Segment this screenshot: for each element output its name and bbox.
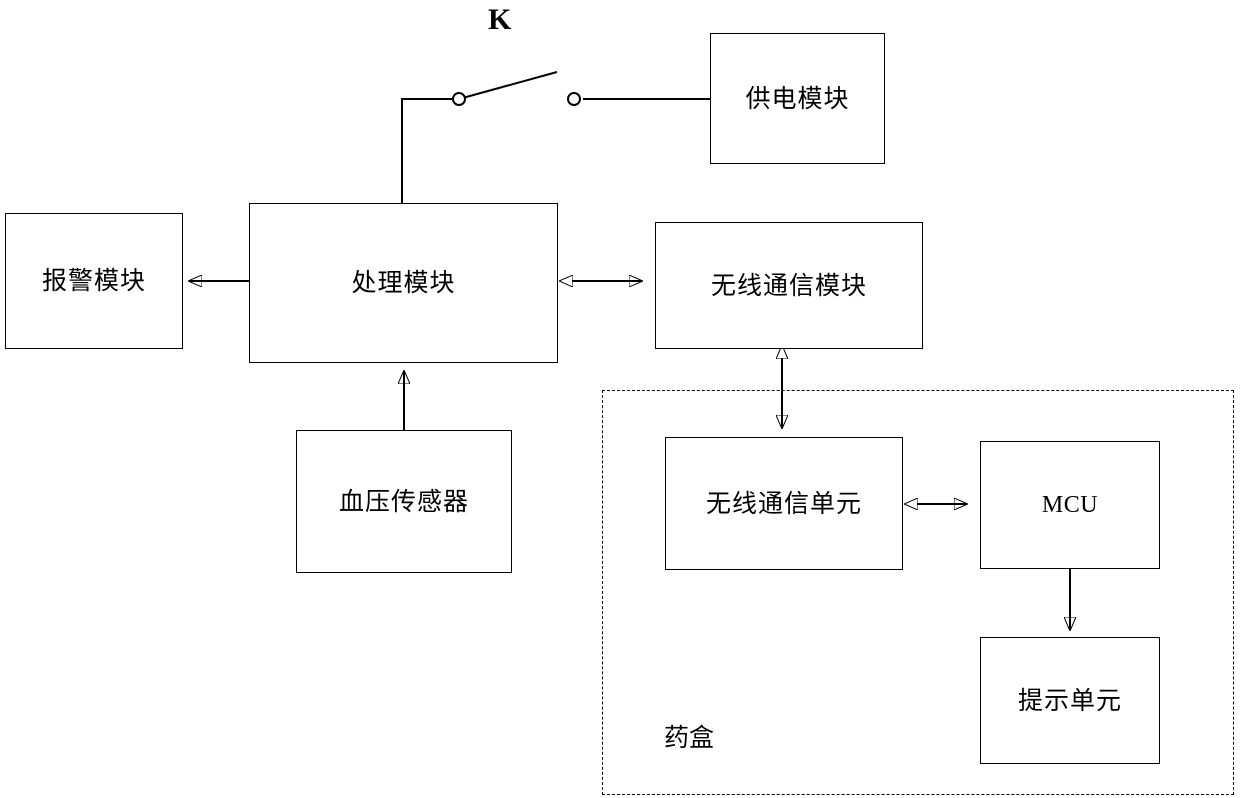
medicine-box-region: [602, 390, 1234, 795]
block-processing-module[interactable]: 处理模块: [249, 203, 558, 363]
block-power-module[interactable]: 供电模块: [710, 33, 885, 164]
block-wireless-communication-unit[interactable]: 无线通信单元: [665, 437, 903, 570]
block-processing-module-label: 处理模块: [351, 269, 456, 297]
medicine-box-caption: 药盒: [664, 724, 715, 752]
block-prompt-unit-label: 提示单元: [1017, 686, 1122, 715]
block-wireless-communication-unit-label: 无线通信单元: [705, 489, 862, 518]
switch-terminal-right: [567, 92, 581, 106]
wire-switch-to-processing: [401, 98, 453, 203]
switch-blade: [458, 71, 558, 100]
block-prompt-unit[interactable]: 提示单元: [980, 637, 1160, 764]
block-power-module-label: 供电模块: [745, 84, 850, 113]
block-wireless-communication-module[interactable]: 无线通信模块: [655, 222, 923, 349]
block-alarm-module[interactable]: 报警模块: [5, 213, 183, 349]
block-blood-pressure-sensor-label: 血压传感器: [338, 487, 469, 516]
block-blood-pressure-sensor[interactable]: 血压传感器: [296, 430, 512, 573]
switch-label-k: K: [488, 3, 512, 36]
block-mcu[interactable]: MCU: [980, 441, 1160, 569]
block-wireless-communication-module-label: 无线通信模块: [710, 271, 867, 300]
switch-terminal-left: [452, 92, 466, 106]
block-alarm-module-label: 报警模块: [41, 267, 146, 295]
block-mcu-label: MCU: [1041, 491, 1099, 518]
